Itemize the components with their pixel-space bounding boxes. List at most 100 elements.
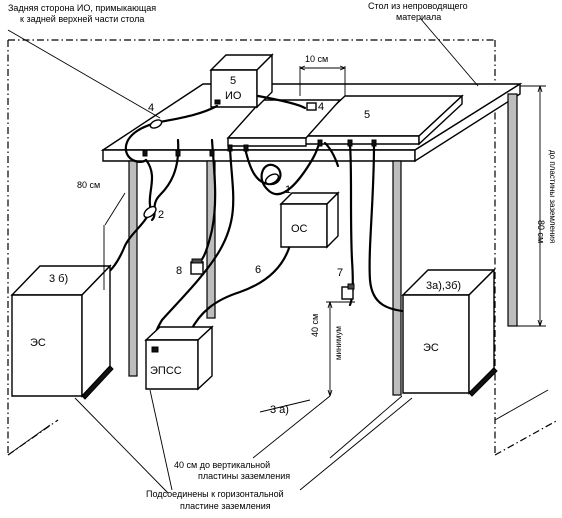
device-8-body <box>190 261 204 275</box>
dim-80cm-left-line <box>104 192 126 226</box>
io-box-side <box>256 53 273 109</box>
device-7 <box>341 283 355 300</box>
plate-side <box>418 94 463 146</box>
connector-d <box>227 144 233 152</box>
dim-10cm-arrow-left <box>299 65 306 71</box>
plate-number: 5 <box>364 109 370 121</box>
ferrite-clamp-4b <box>306 102 317 111</box>
dim-10cm-arrow-right <box>339 65 346 71</box>
dim-80cm-right-label: 80 см <box>536 220 546 243</box>
ferrites <box>143 102 317 219</box>
table-leg-back-right <box>507 93 518 327</box>
connector-g <box>347 139 353 147</box>
table-side-edge <box>414 82 521 163</box>
ground-3a-tag: 3 а) <box>270 404 289 416</box>
io-number: 5 <box>230 75 236 87</box>
io-box: 5 ИО <box>209 53 274 109</box>
os-box-side <box>326 191 339 249</box>
callout-1: 1 <box>285 184 291 196</box>
dim-40cm-label: 40 см <box>310 314 320 337</box>
note-io-back-line2: к задней верхней части стола <box>20 14 144 24</box>
es-left-label: ЭС <box>30 337 46 349</box>
device-8-cap <box>191 258 203 264</box>
os-box: ОС <box>279 191 340 249</box>
leaders <box>7 17 479 494</box>
cable-os-to-epss <box>188 243 292 334</box>
es-left-cabinet: 3 б) ЭС <box>10 264 114 400</box>
connector-e <box>243 144 249 152</box>
note-bottom-connected-line2: пластине заземления <box>180 501 271 511</box>
cable-left-down <box>102 158 154 278</box>
callout-4a: 4 <box>148 102 154 114</box>
ground-plate-on-table: 5 <box>300 94 464 146</box>
note-bottom-40cm-line1: 40 см до вертикальной <box>174 460 270 470</box>
ground-plane-floor-edge-right <box>494 419 559 456</box>
epss-box: ЭПСС <box>144 325 214 391</box>
epss-plug <box>151 346 159 353</box>
floor-perspective-line-left <box>7 424 51 456</box>
cable-io-to-left-harness <box>124 104 219 163</box>
notes: Задняя сторона ИО, примыкающая к задней … <box>8 1 468 511</box>
dimension-10cm: 10 см <box>299 54 346 96</box>
callout-2: 2 <box>158 209 164 221</box>
epss-box-side <box>197 325 213 391</box>
leader-connected-left-es <box>74 397 169 494</box>
io-connector <box>214 99 221 105</box>
es-right-cabinet: 3а),3б) ЭС <box>401 268 498 397</box>
callouts: 1 2 4 4 6 7 8 3 а) <box>148 101 343 416</box>
leader-io-back <box>7 29 161 119</box>
leader-connected-epss <box>149 389 173 491</box>
device-7-side <box>347 283 355 290</box>
io-label: ИО <box>225 90 242 102</box>
dim-40cm-arrow-top <box>327 301 333 309</box>
cable-table-edge-right <box>323 141 340 168</box>
leader-bottom-40cm <box>252 395 331 459</box>
dim-80cm-left-label: 80 см <box>77 180 100 190</box>
dimension-80cm-left: 80 см <box>77 180 126 290</box>
leader-bottom-40cm-b <box>329 395 403 459</box>
note-table-line2: материала <box>396 12 441 22</box>
connector-h <box>371 139 377 147</box>
epss-label: ЭПСС <box>150 365 182 377</box>
es-right-label: ЭС <box>423 342 439 354</box>
connector-b <box>175 149 181 157</box>
dim-10cm-label: 10 см <box>305 54 328 64</box>
dim-80cm-right-sublabel: до пластины заземления <box>548 150 557 243</box>
callout-7: 7 <box>337 267 343 279</box>
note-table-line1: Стол из непроводящего <box>368 1 468 11</box>
cable-right-drop-a <box>348 143 354 307</box>
connector-c <box>209 149 215 157</box>
cable-epss-link <box>153 146 235 350</box>
es-left-front <box>11 294 83 397</box>
table-leg-front-right <box>392 160 402 396</box>
leader-table <box>419 17 479 87</box>
table-leg-front-left <box>128 160 138 377</box>
table-leg-front-middle <box>206 160 216 319</box>
dim-80cm-right-arrow-top <box>537 85 543 93</box>
ferrite-clamp-4 <box>149 119 163 129</box>
connector-a <box>142 149 148 157</box>
leader-ground-3a <box>259 399 311 413</box>
dim-40cm-arrow-bottom <box>327 389 333 397</box>
es-left-tag: 3 б) <box>49 273 68 285</box>
device-8 <box>190 258 204 275</box>
callout-8: 8 <box>176 265 182 277</box>
floor-perspective-line-right <box>494 389 549 421</box>
es-right-base-shadow <box>468 367 498 397</box>
note-io-back-line1: Задняя сторона ИО, примыкающая <box>8 3 156 13</box>
table-edge-connectors <box>142 139 377 157</box>
table-front-edge <box>102 149 416 162</box>
callout-6: 6 <box>255 264 261 276</box>
cable-io-back <box>256 94 307 110</box>
es-right-tag: 3а),3б) <box>426 280 461 292</box>
ferrite-clamp-2 <box>143 205 157 219</box>
ferrite-clamp-1 <box>264 173 280 185</box>
dim-80cm-right-arrow-bottom <box>537 319 543 327</box>
es-left-base-shadow <box>81 365 114 400</box>
note-bottom-40cm-line2: пластины заземления <box>198 471 290 481</box>
dimension-80cm-right: 80 см до пластины заземления <box>510 85 557 327</box>
io-plate-front <box>227 137 307 147</box>
cable-right-drop-b <box>368 143 412 314</box>
connector-f <box>317 139 323 147</box>
